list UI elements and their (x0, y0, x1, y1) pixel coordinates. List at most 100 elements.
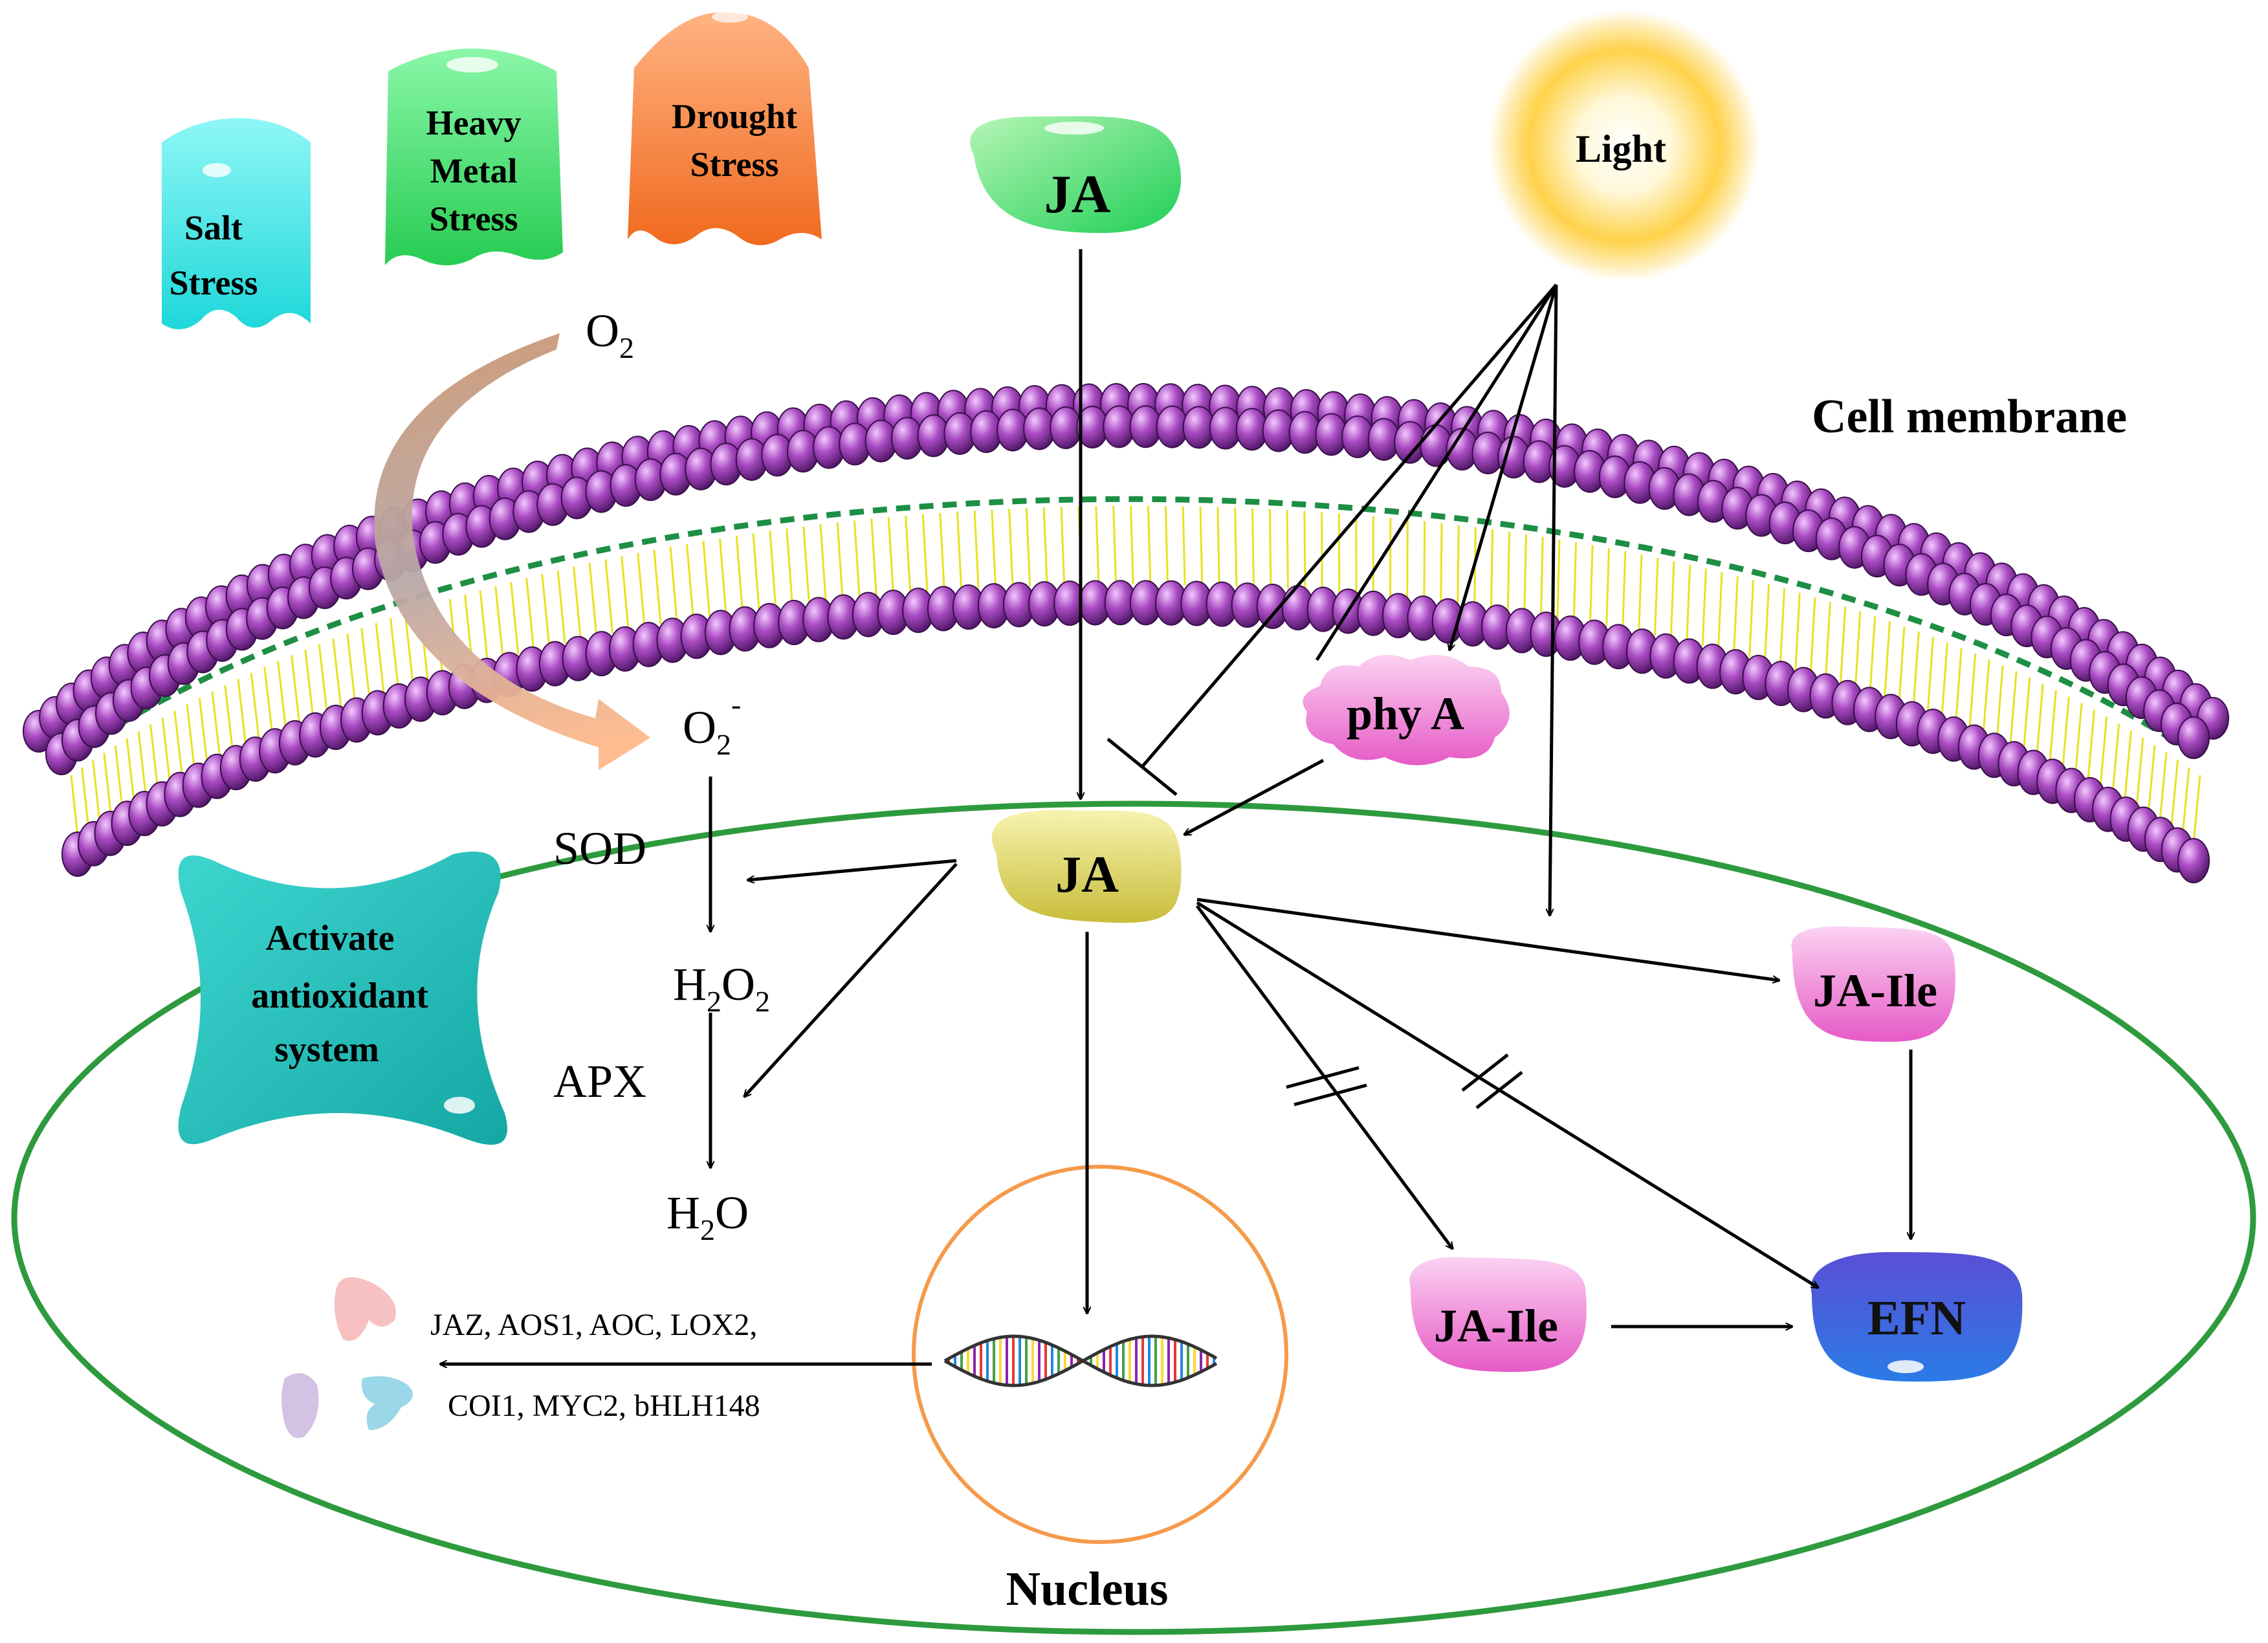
lipid-tail (199, 698, 207, 763)
apx-label: APX (553, 1055, 646, 1107)
antioxidant-label-1: Activate (265, 918, 394, 958)
lipid-tail (333, 639, 341, 707)
drought-label-1: Drought (672, 97, 797, 136)
lipid-tail (1270, 509, 1271, 588)
salt-stress-label-1: Salt (184, 208, 243, 247)
lipid-tail (1492, 529, 1493, 608)
ja-to-ja-ile-right-arrow (1197, 899, 1779, 980)
ja-ile-bottom-node: JA-Ile (1409, 1257, 1586, 1372)
lipid-tail (558, 570, 565, 643)
lipid-tail (542, 574, 549, 646)
lipid-tail (804, 526, 809, 602)
lipid-tail (787, 529, 793, 605)
lipid-tail (1165, 506, 1167, 585)
lipid-tail (589, 563, 597, 637)
ja-to-apx-arrow (744, 864, 956, 1097)
salt-stress-shape: Salt Stress (162, 118, 311, 329)
light-sun: Light (1488, 10, 1760, 281)
lipid-tail (2172, 760, 2178, 828)
lipid-tail (957, 512, 961, 590)
lipid-tail (1970, 654, 1976, 727)
lipid-tail (1235, 507, 1237, 586)
ja-ile-bottom-label: JA-Ile (1434, 1300, 1558, 1352)
lipid-tail (2100, 717, 2107, 788)
lipid-tail (2024, 678, 2030, 750)
drought-label-2: Stress (690, 145, 778, 184)
lipid-tail (93, 760, 100, 822)
lipid-tail (753, 533, 759, 609)
efn-node: EFN (1811, 1252, 2023, 1382)
lipid-tail (1424, 521, 1425, 600)
lipid-tail (906, 516, 910, 593)
lipid-tail (1026, 508, 1029, 586)
lipid-tail (2063, 697, 2069, 768)
lipid-tail (225, 685, 233, 751)
lipid-tail (703, 541, 710, 616)
lipid-tail (1508, 532, 1509, 611)
protein-fragments-icon (281, 1277, 413, 1439)
lipid-tail (2037, 684, 2043, 756)
antioxidant-label-3: system (274, 1030, 379, 1070)
lipid-tail (292, 656, 300, 723)
light-inhibition-bar (1108, 739, 1176, 795)
lipid-tail (251, 673, 259, 740)
lipid-head (2178, 839, 2209, 883)
efn-block-2 (1477, 1072, 1522, 1108)
lipid-tail (2183, 767, 2189, 835)
phy-a-label: phy A (1347, 688, 1464, 740)
heavy-metal-label-2: Metal (430, 151, 518, 190)
lipid-tail (319, 644, 327, 712)
lipid-tail (1525, 535, 1526, 613)
lipid-tail (654, 550, 661, 624)
membrane-lipid-heads (23, 384, 2229, 883)
lipid-tail (2075, 703, 2082, 775)
lipid-tail (1253, 509, 1254, 588)
lipid-tail (1750, 580, 1754, 657)
phy-a-node: phy A (1303, 655, 1510, 766)
lipid-tail (1702, 569, 1706, 646)
gene-list-line-1: JAZ, AOS1, AOC, LOX2, (430, 1308, 757, 1342)
h2o2-label: H2O2 (673, 958, 770, 1018)
lipid-tail (1458, 525, 1459, 604)
lipid-tail (1096, 506, 1099, 584)
lipid-tail (265, 667, 272, 734)
lipid-tail (2113, 723, 2119, 793)
lipid-tail (1811, 597, 1815, 674)
lipid-tail (574, 567, 581, 640)
lipid-tail (2050, 690, 2056, 762)
nucleus-label: Nucleus (1006, 1563, 1169, 1616)
lipid-tail (1997, 665, 2003, 738)
lipid-tail (2010, 672, 2016, 744)
lipid-tail (1114, 506, 1116, 584)
lipid-tail (670, 547, 677, 621)
lipid-tail (2125, 731, 2131, 800)
lipid-tail (940, 513, 945, 591)
lipid-tail (888, 517, 893, 594)
h2o-label: H2O (666, 1187, 749, 1246)
lipid-tail (1322, 512, 1323, 591)
o2-label: O2 (586, 305, 634, 364)
lipid-tail (1655, 558, 1658, 635)
lipid-tail (82, 767, 89, 829)
heavy-metal-label-3: Stress (429, 199, 518, 238)
lipid-tail (736, 536, 742, 612)
lipid-tail (2148, 745, 2155, 813)
lipid-tail (212, 691, 220, 756)
lipid-tail (720, 538, 726, 613)
lipid-tail (1825, 602, 1830, 678)
lipid-tail (854, 520, 859, 597)
lipid-tail (1541, 537, 1543, 615)
lipid-tail (1218, 507, 1219, 586)
svg-text:O2: O2 (586, 305, 634, 364)
lipid-tail (2194, 775, 2200, 843)
lipid-tail (923, 514, 927, 592)
lipid-tail (1183, 506, 1185, 585)
lipid-tail (1885, 621, 1890, 696)
lipid-tail (150, 725, 157, 788)
lipid-tail (187, 704, 195, 769)
lipid-tail (1200, 507, 1202, 586)
lipid-tail (1928, 637, 1933, 711)
lipid-tail (1639, 555, 1642, 632)
light-label: Light (1576, 127, 1666, 170)
ja-ile-bottom-block-2 (1294, 1085, 1367, 1105)
